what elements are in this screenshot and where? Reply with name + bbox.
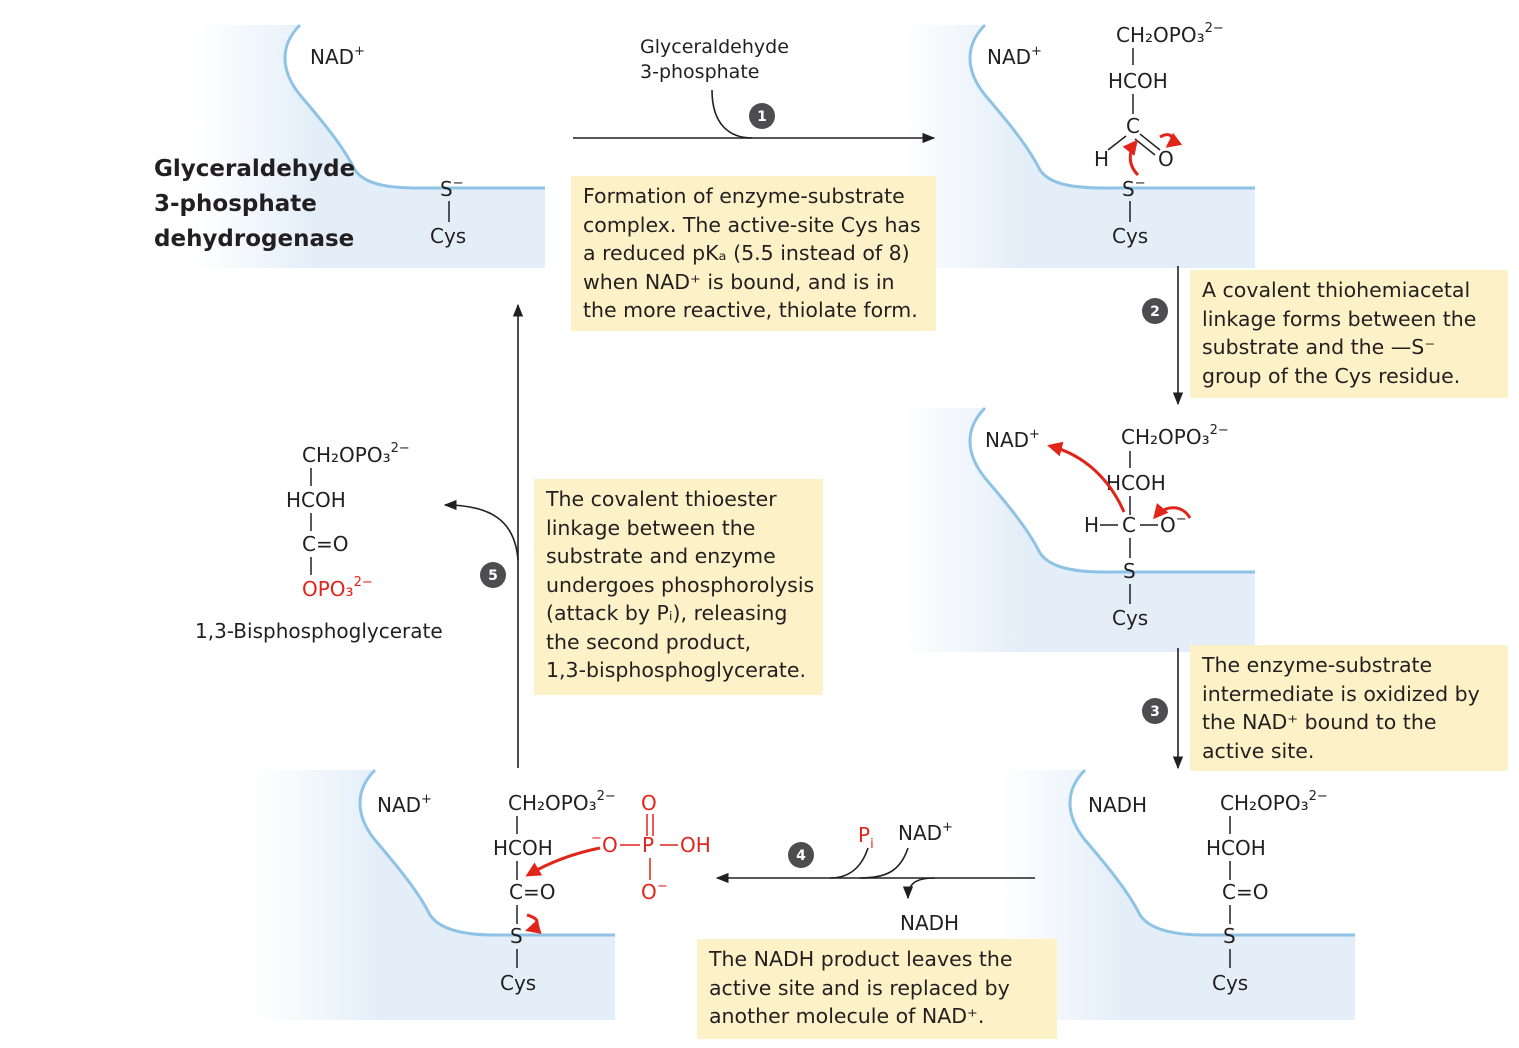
hemiacetal-carbon: C xyxy=(1122,513,1136,537)
cys-label: Cys xyxy=(430,224,466,248)
ch2opo3-group: CH₂OPO₃2− xyxy=(508,789,616,815)
carbonyl-group: C=O xyxy=(302,532,348,556)
svg-text:5: 5 xyxy=(488,568,498,584)
svg-text:−: − xyxy=(591,831,602,846)
acyl-phosphate: OPO₃2− xyxy=(302,575,373,601)
svg-text:O: O xyxy=(602,833,618,857)
svg-text:3: 3 xyxy=(1150,704,1160,720)
cys-label: Cys xyxy=(500,971,536,995)
hcoh-group: HCOH xyxy=(286,488,346,512)
product-name: 1,3-Bisphosphoglycerate xyxy=(195,619,443,643)
carbonyl-group: C=O xyxy=(1222,880,1268,904)
thiolate-s: S− xyxy=(440,176,464,201)
ch2opo3-group: CH₂OPO₃2− xyxy=(1121,423,1229,449)
ch2opo3-group: CH₂OPO₃2− xyxy=(1116,21,1224,47)
hcoh-group: HCOH xyxy=(1106,471,1166,495)
svg-text:4: 4 xyxy=(796,848,806,864)
step-badge-5: 5 xyxy=(480,562,506,588)
svg-text:P: P xyxy=(642,833,654,857)
aldehyde-carbon: C xyxy=(1126,114,1140,138)
enzyme-pocket-bottom-right xyxy=(1000,768,1355,1020)
step-badge-1: 1 xyxy=(749,103,775,129)
phosphate-ion: O − O P OH O − xyxy=(591,791,711,904)
carbonyl-group: C=O xyxy=(509,880,555,904)
thioester-s: S xyxy=(510,924,523,948)
svg-text:O: O xyxy=(641,791,657,815)
hemiacetal-h: H xyxy=(1084,513,1099,537)
thiolate-s: S− xyxy=(1122,176,1146,201)
step-badge-2: 2 xyxy=(1142,298,1168,324)
svg-text:OH: OH xyxy=(680,833,711,857)
cys-label: Cys xyxy=(1212,971,1248,995)
thioester-s: S xyxy=(1223,924,1236,948)
hcoh-group: HCOH xyxy=(493,836,553,860)
aldehyde-o: O xyxy=(1158,147,1174,171)
pi-entry-arrow xyxy=(829,847,869,879)
nad-plus-label: NAD+ xyxy=(310,44,365,69)
nad-plus-label: NAD+ xyxy=(898,820,953,845)
thioether-s: S xyxy=(1123,559,1136,583)
svg-text:1: 1 xyxy=(757,109,767,125)
nad-entry-arrow xyxy=(859,847,909,879)
svg-text:O: O xyxy=(641,880,657,904)
substrate-name: Glyceraldehyde 3-phosphate xyxy=(640,36,795,83)
step-badge-3: 3 xyxy=(1142,698,1168,724)
nad-plus-label: NAD+ xyxy=(377,792,432,817)
hcoh-group: HCOH xyxy=(1108,69,1168,93)
svg-text:2: 2 xyxy=(1150,304,1160,320)
cys-label: Cys xyxy=(1112,606,1148,630)
aldehyde-h: H xyxy=(1094,147,1109,171)
nad-plus-label: NAD+ xyxy=(985,427,1040,452)
substrate-entry-arrow xyxy=(711,89,753,139)
nadh-label: NADH xyxy=(900,911,959,935)
cys-label: Cys xyxy=(1112,224,1148,248)
hcoh-group: HCOH xyxy=(1206,836,1266,860)
step-badge-4: 4 xyxy=(788,842,814,868)
nadh-label: NADH xyxy=(1088,793,1147,817)
ch2opo3-group: CH₂OPO₃2− xyxy=(302,441,410,467)
enzyme-pocket-top-left xyxy=(195,23,545,268)
enzyme-pocket-bottom-left xyxy=(255,768,615,1020)
pi-label: Pi xyxy=(858,823,874,852)
product-release-arrow xyxy=(443,499,519,561)
enzyme-title: Glyceraldehyde 3-phosphate dehydrogenase xyxy=(154,156,363,252)
nad-plus-label: NAD+ xyxy=(987,44,1042,69)
alkoxide-o: O− xyxy=(1160,512,1187,537)
enzyme-pocket-middle-right xyxy=(900,406,1255,652)
ch2opo3-group: CH₂OPO₃2− xyxy=(1220,789,1328,815)
svg-text:−: − xyxy=(657,879,668,894)
enzyme-pocket-top-right xyxy=(900,23,1255,268)
nadh-exit-arrow xyxy=(902,877,936,900)
